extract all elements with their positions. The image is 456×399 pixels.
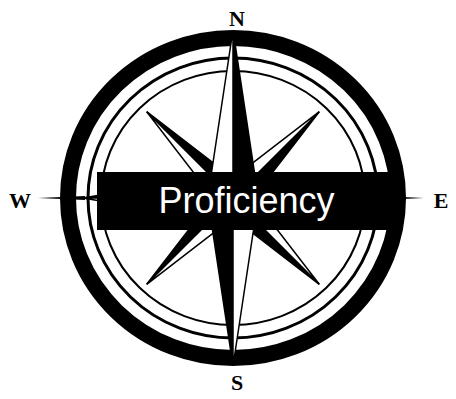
band-label: Proficiency — [158, 183, 334, 219]
direction-letter: S — [231, 372, 243, 394]
direction-spike — [38, 196, 85, 200]
title-band: Proficiency — [97, 172, 396, 230]
direction-letter: E — [434, 190, 449, 212]
direction-letter: W — [9, 190, 31, 212]
star-points — [38, 30, 424, 366]
direction-letter: N — [229, 8, 245, 30]
